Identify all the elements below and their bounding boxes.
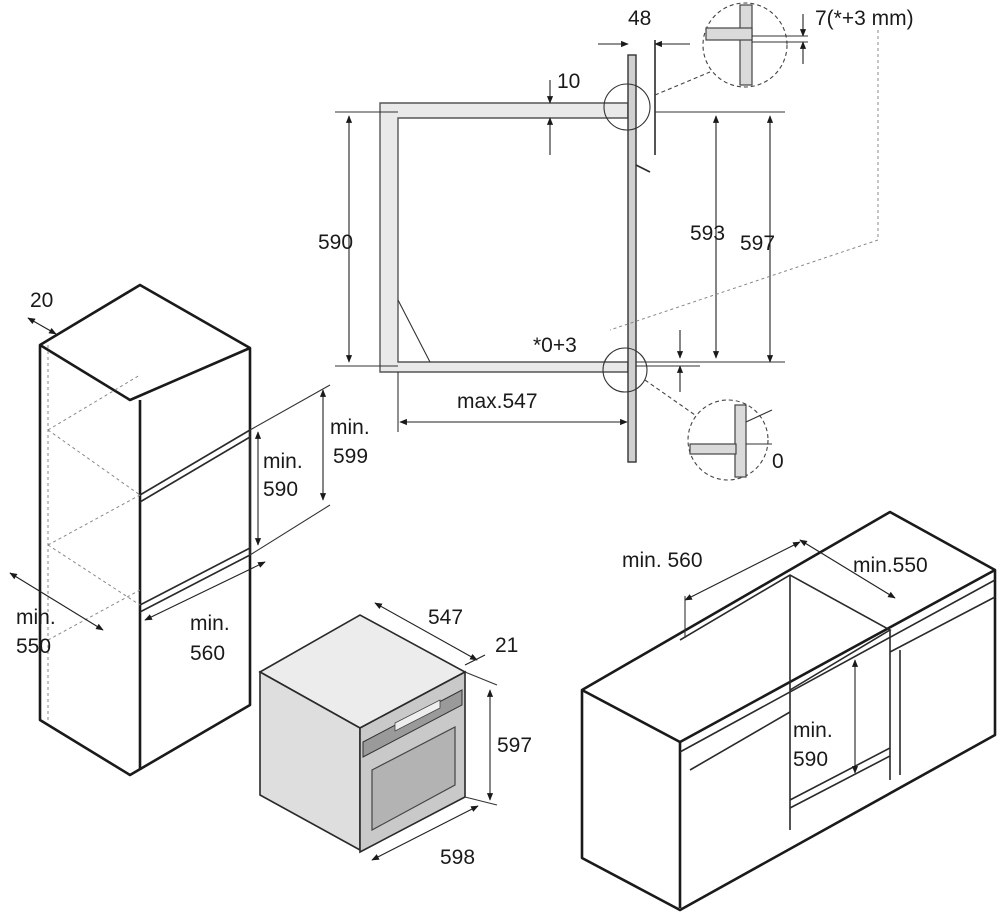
dim-line-min560	[144, 561, 266, 621]
column-shelf-1-front-b	[139, 436, 251, 503]
hinge-detail-top	[603, 83, 651, 131]
label-col-min550-b: 550	[16, 635, 51, 658]
label-col-min550-a: min.	[16, 606, 56, 629]
label-col-min590-b: 590	[263, 478, 298, 501]
label-oven-21: 21	[495, 634, 518, 657]
ext-line-oven-597-top	[464, 671, 498, 686]
hinge-detail-bottom	[602, 347, 648, 393]
label-base-min560: min. 560	[622, 549, 703, 572]
column-top-edge	[39, 343, 251, 402]
base-right-door-line	[889, 596, 996, 653]
label-col-min590-a: min.	[263, 450, 303, 473]
oven-front-panel	[627, 54, 637, 463]
base-drawer-line	[689, 711, 791, 771]
niche-inner-edge	[397, 299, 431, 363]
label-base-min590-b: 590	[793, 748, 828, 771]
base-top-front-edge	[581, 568, 996, 744]
label-col-min599-a: min.	[330, 416, 370, 439]
section-view: 590 593 597 10 48 *0+3 max.547	[318, 2, 914, 481]
dim-line-20	[27, 317, 57, 335]
label-7-3mm: 7(*+3 mm)	[815, 7, 914, 30]
door-handle	[635, 164, 651, 173]
label-590: 590	[318, 231, 353, 254]
base-worktop-edge	[679, 579, 996, 753]
label-col-min599-b: 599	[333, 445, 368, 468]
column-shelf-1-back	[47, 429, 141, 496]
label-0-3: *0+3	[533, 334, 577, 357]
base-cabinet: min. 560 min.550 min. 590	[580, 510, 997, 912]
base-niche-top	[679, 574, 892, 691]
niche-wall-profile	[379, 102, 629, 373]
label-base-min550: min.550	[853, 554, 928, 577]
label-col-20: 20	[30, 289, 53, 312]
label-593: 593	[690, 222, 725, 245]
column-lower-dashed	[47, 589, 141, 641]
dim-line-oven-598	[371, 805, 479, 861]
label-0: 0	[772, 450, 784, 473]
column-shelf-1-front	[139, 429, 251, 496]
dim-line-oven-547	[374, 602, 478, 661]
tall-column-cabinet: 20 min. 599 min. 590 min. 550 min. 560	[9, 283, 370, 777]
base-outline	[580, 510, 997, 912]
dim-line-base-min560	[684, 541, 801, 601]
oven-unit: 547 21 597 598	[258, 602, 532, 869]
dim-line-oven-21	[464, 654, 486, 666]
detail-circle-top	[654, 2, 808, 96]
ext-line-oven-597-bottom	[464, 796, 498, 806]
label-oven-597: 597	[497, 734, 532, 757]
column-shelf-2-front	[139, 547, 251, 606]
column-shelf-2-side	[47, 494, 141, 546]
dashed-leader-7b	[609, 239, 879, 331]
label-oven-547: 547	[428, 606, 463, 629]
oven-display	[394, 699, 441, 732]
label-base-min590-a: min.	[793, 719, 833, 742]
label-col-min560-b: 560	[190, 642, 225, 665]
ext-line-599-bottom	[249, 504, 331, 556]
column-outline	[38, 283, 252, 777]
detail-circle-bottom	[644, 379, 773, 481]
column-shelf-2-front-b	[139, 554, 251, 613]
label-oven-598: 598	[440, 846, 475, 869]
label-max547: max.547	[457, 390, 538, 413]
base-niche-floor-b	[789, 755, 891, 809]
column-shelf-2-back	[47, 544, 141, 606]
dim-line-base-min550	[799, 539, 896, 599]
base-niche-floor	[789, 747, 891, 801]
ext-line-599-top	[249, 384, 331, 431]
label-597-side: 597	[740, 232, 775, 255]
dim-line-min550	[9, 572, 104, 631]
label-10: 10	[557, 70, 580, 93]
label-48: 48	[628, 7, 651, 30]
label-col-min560-a: min.	[190, 612, 230, 635]
column-shelf-1-side	[47, 374, 141, 431]
